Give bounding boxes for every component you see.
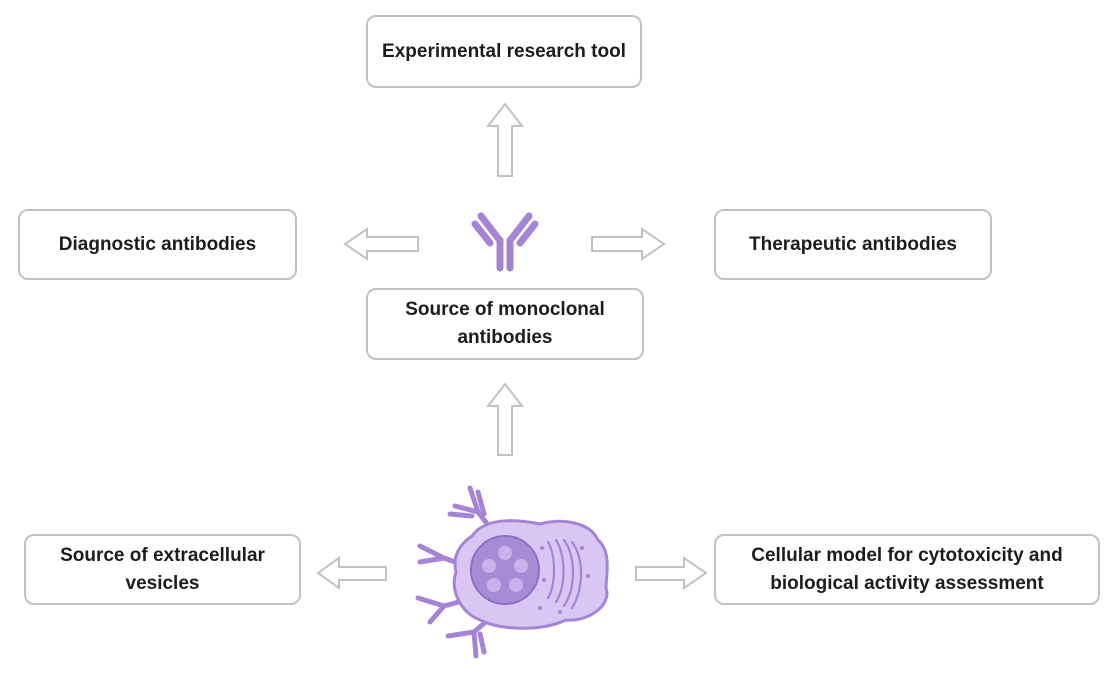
source-of-extracellular-vesicles-label: Source of extracellular vesicles: [60, 544, 265, 594]
therapeutic-antibodies-label: Therapeutic antibodies: [749, 233, 957, 255]
diagnostic-antibodies-box: Diagnostic antibodies: [18, 209, 297, 280]
source-of-monoclonal-antibodies-label: Source of monoclonal antibodies: [405, 299, 605, 348]
arrow-up-to-monoclonal: [485, 382, 525, 456]
cellular-model-box: Cellular model for cytotoxicity and biol…: [714, 534, 1100, 605]
experimental-research-tool-label: Experimental research tool: [382, 40, 626, 62]
diagnostic-antibodies-label: Diagnostic antibodies: [58, 233, 257, 255]
therapeutic-antibodies-box: Therapeutic antibodies: [714, 209, 992, 280]
experimental-research-tool-box: Experimental research tool: [366, 15, 642, 88]
antibody-icon: [471, 212, 539, 272]
arrow-right-to-therapeutic: [591, 227, 666, 261]
arrow-right-to-cellular-model: [635, 556, 708, 590]
cellular-model-label: Cellular model for cytotoxicity and biol…: [751, 544, 1063, 594]
source-of-extracellular-vesicles-box: Source of extracellular vesicles: [24, 534, 301, 605]
source-of-monoclonal-antibodies-box: Source of monoclonal antibodies: [366, 288, 644, 360]
arrow-up-to-research-tool: [485, 102, 525, 177]
arrow-left-to-diagnostic: [343, 227, 419, 261]
hybridoma-cell-icon: [415, 485, 609, 659]
arrow-left-to-vesicles: [316, 556, 387, 590]
